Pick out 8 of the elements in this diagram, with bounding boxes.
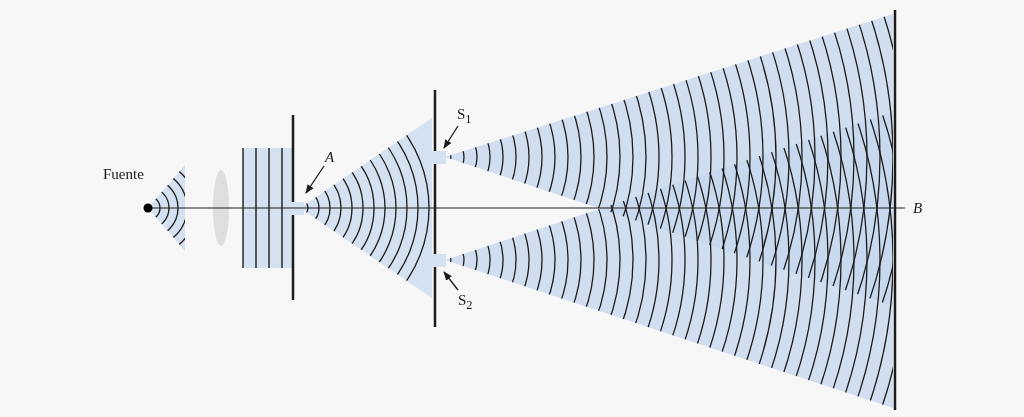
leader-arrow [305, 165, 325, 194]
slit-label: S$_{2}$ [458, 291, 473, 314]
leader-arrow [443, 271, 459, 291]
source-label: Fuente [103, 165, 144, 183]
point-label: B [913, 199, 923, 217]
slit-label: A [325, 148, 335, 166]
leader-arrow [443, 125, 459, 149]
slit-label: S$_{1}$ [457, 105, 472, 128]
